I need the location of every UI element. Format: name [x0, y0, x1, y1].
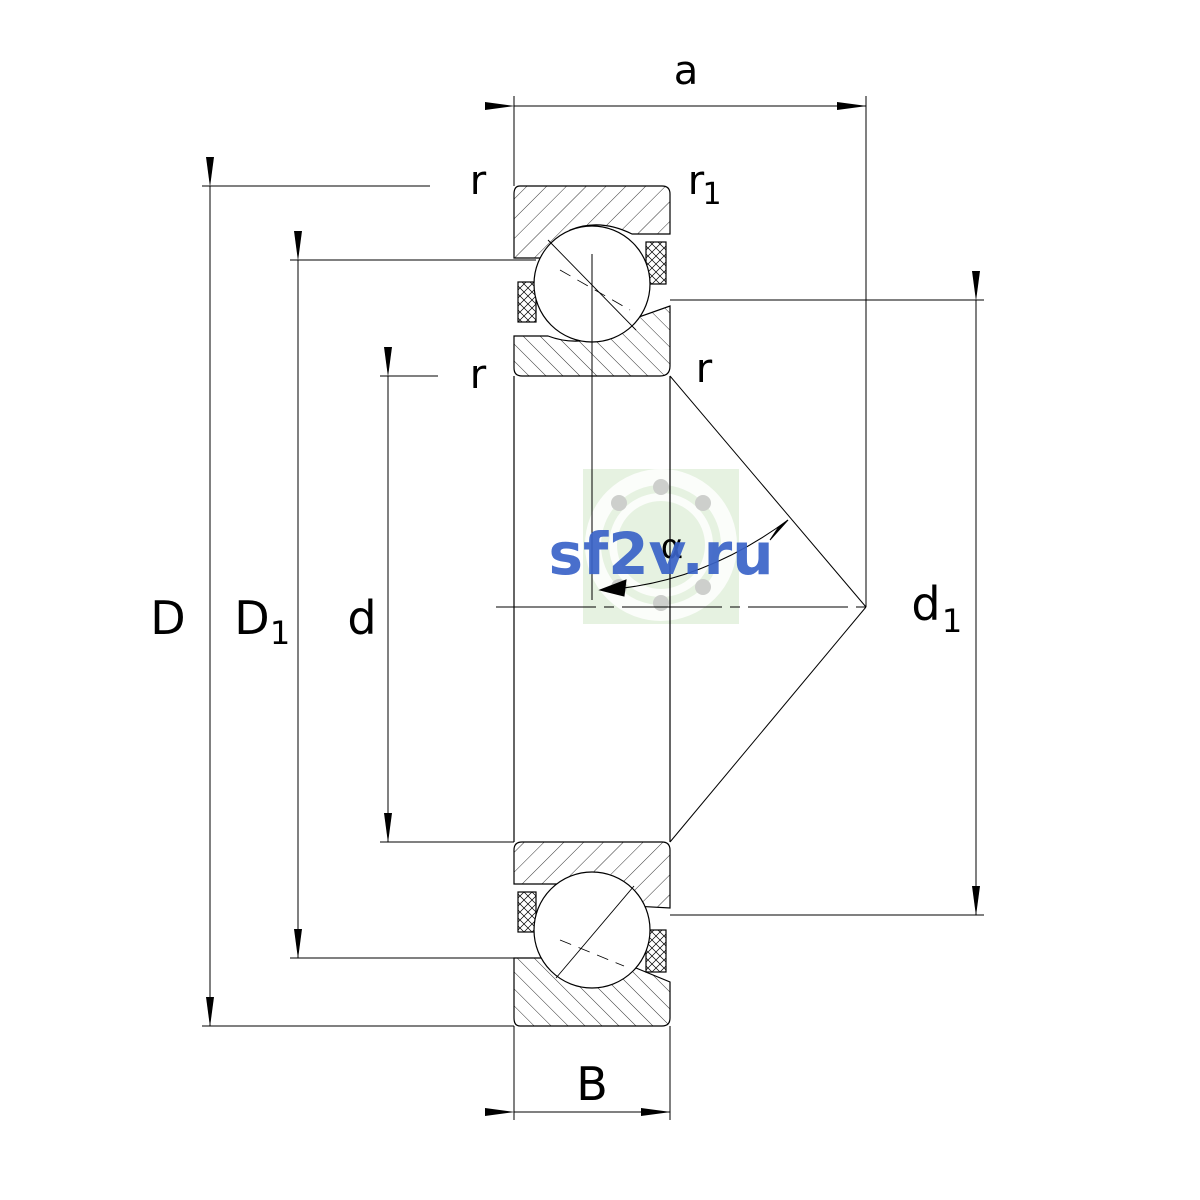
label-alpha: α	[661, 527, 683, 567]
bearing-lower-section	[513, 841, 671, 1027]
ball-bottom	[533, 871, 651, 989]
label-r-mid-left: r	[470, 352, 487, 398]
contact-line-lower	[669, 606, 867, 843]
centerlines	[496, 96, 867, 843]
label-d: d	[347, 591, 376, 645]
contact-line-upper	[669, 375, 867, 608]
contact-angle	[598, 519, 789, 597]
bore-outline	[513, 376, 671, 842]
label-D1-main: D	[234, 591, 269, 645]
cage-bottom-left	[517, 891, 537, 933]
watermark-text: sf2v.ru	[548, 520, 773, 588]
label-r-top-left: r	[470, 158, 487, 204]
label-D: D	[150, 591, 185, 645]
label-a: a	[674, 48, 699, 94]
label-r-mid-right: r	[696, 346, 713, 392]
label-D1-sub: 1	[270, 614, 290, 652]
outer-ring-top	[513, 185, 671, 259]
label-r1-sub: 1	[702, 177, 721, 212]
dimension-labels: a r r 1 r r D D 1 d d 1 α B	[150, 48, 962, 1111]
label-d1-sub: 1	[942, 602, 962, 640]
dimensions	[202, 102, 984, 1120]
label-d1-main: d	[911, 577, 940, 631]
label-B: B	[576, 1057, 608, 1111]
label-r1-main: r	[688, 158, 705, 204]
cage-top-left	[517, 281, 537, 323]
